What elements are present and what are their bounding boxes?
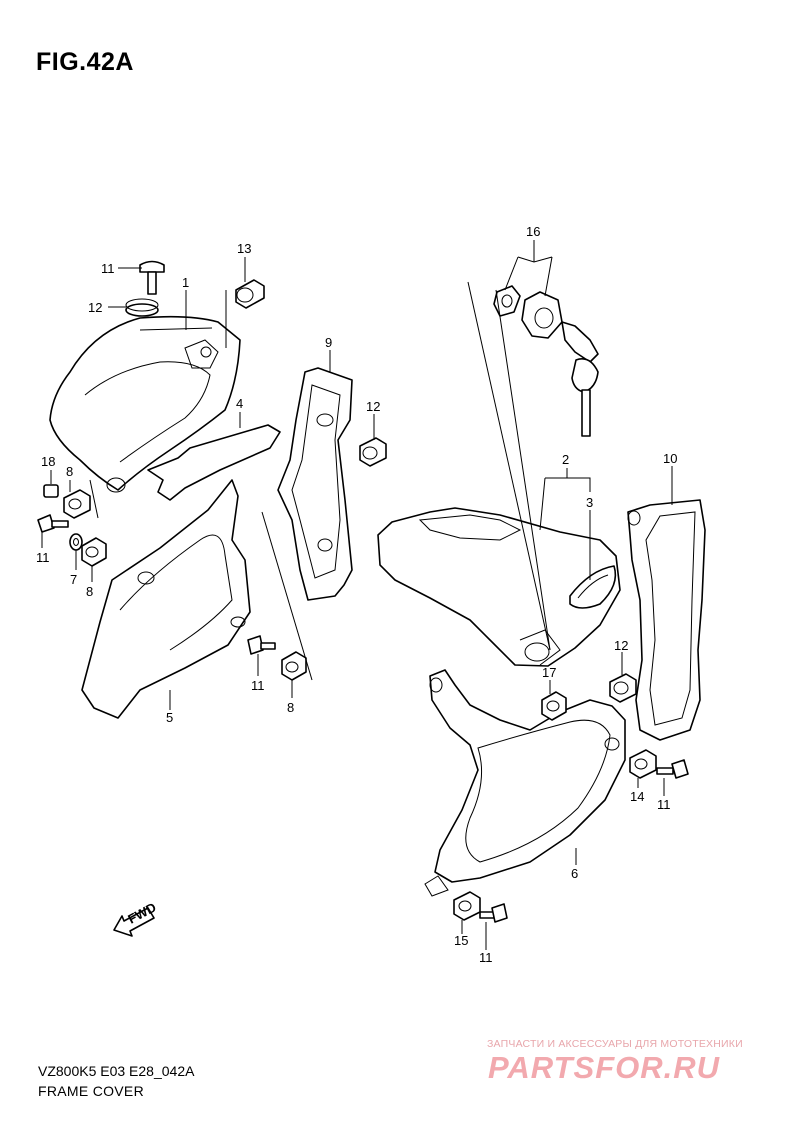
part-9-long-bracket[interactable] xyxy=(277,367,353,601)
callout-11: 11 xyxy=(251,678,265,693)
callout-6: 6 xyxy=(571,866,578,881)
grommet-12-right[interactable] xyxy=(609,673,637,703)
part-2-right-frame-cover[interactable] xyxy=(377,507,621,667)
callout-17: 17 xyxy=(542,665,556,680)
watermark-brand: PARTSFOR.RU xyxy=(488,1050,721,1085)
callout-12: 12 xyxy=(88,300,102,315)
callout-3: 3 xyxy=(586,495,593,510)
callout-15: 15 xyxy=(454,933,468,948)
part-3-emblem[interactable] xyxy=(569,565,617,609)
part-1-left-frame-cover[interactable] xyxy=(49,315,241,493)
part-16-key-lock-set[interactable] xyxy=(493,285,599,437)
callout-5: 5 xyxy=(166,710,173,725)
callout-8: 8 xyxy=(66,464,73,479)
grommet-17[interactable] xyxy=(541,691,567,721)
callout-1: 1 xyxy=(182,275,189,290)
figure-name: FRAME COVER xyxy=(38,1083,144,1099)
callout-12: 12 xyxy=(366,399,380,414)
part-5-lower-left-cover[interactable] xyxy=(81,479,251,719)
callout-12: 12 xyxy=(614,638,628,653)
part-6-lower-right-cover[interactable] xyxy=(424,669,626,897)
callout-labels: 11 12 1 13 4 18 8 11 7 8 5 9 12 11 8 16 … xyxy=(36,224,677,965)
callout-9: 9 xyxy=(325,335,332,350)
screw-11-top[interactable] xyxy=(139,260,165,295)
grommet-15[interactable] xyxy=(453,891,481,921)
callout-11: 11 xyxy=(657,797,671,812)
grommet-12-top[interactable] xyxy=(125,298,159,317)
part-4-bracket-plate[interactable] xyxy=(147,424,281,501)
grommet-12-middle[interactable] xyxy=(359,437,387,467)
part-10-right-bracket[interactable] xyxy=(627,499,706,741)
bolt-18[interactable] xyxy=(43,484,59,498)
leader-lines xyxy=(41,240,673,950)
callout-8: 8 xyxy=(86,584,93,599)
watermark-tagline: ЗАПЧАСТИ И АКСЕССУАРЫ ДЛЯ МОТОТЕХНИКИ xyxy=(487,1038,743,1050)
screw-11-right[interactable] xyxy=(656,759,689,779)
callout-14: 14 xyxy=(630,789,644,804)
grommet-8-middle[interactable] xyxy=(281,651,307,681)
grommet-14[interactable] xyxy=(629,749,657,779)
figure-title: FIG.42A xyxy=(36,48,134,76)
callout-10: 10 xyxy=(663,451,677,466)
callout-18: 18 xyxy=(41,454,55,469)
grommet-13[interactable] xyxy=(235,279,265,309)
callout-7: 7 xyxy=(70,572,77,587)
screw-11-bottom[interactable] xyxy=(479,903,508,923)
callout-11: 11 xyxy=(101,261,115,276)
figure-code: VZ800K5 E03 E28_042A xyxy=(38,1063,195,1079)
callout-11: 11 xyxy=(36,550,50,565)
callout-13: 13 xyxy=(237,241,251,256)
callout-2: 2 xyxy=(562,452,569,467)
washer-7[interactable] xyxy=(69,533,83,551)
grommet-8-left-upper[interactable] xyxy=(63,489,91,519)
screw-11-left[interactable] xyxy=(37,514,69,533)
callout-11: 11 xyxy=(479,950,493,965)
grommet-8-left-lower[interactable] xyxy=(81,537,107,567)
fwd-arrow-icon: FWD xyxy=(113,900,159,937)
callout-16: 16 xyxy=(526,224,540,239)
callout-4: 4 xyxy=(236,396,243,411)
callout-8: 8 xyxy=(287,700,294,715)
screw-11-middle[interactable] xyxy=(247,635,276,655)
